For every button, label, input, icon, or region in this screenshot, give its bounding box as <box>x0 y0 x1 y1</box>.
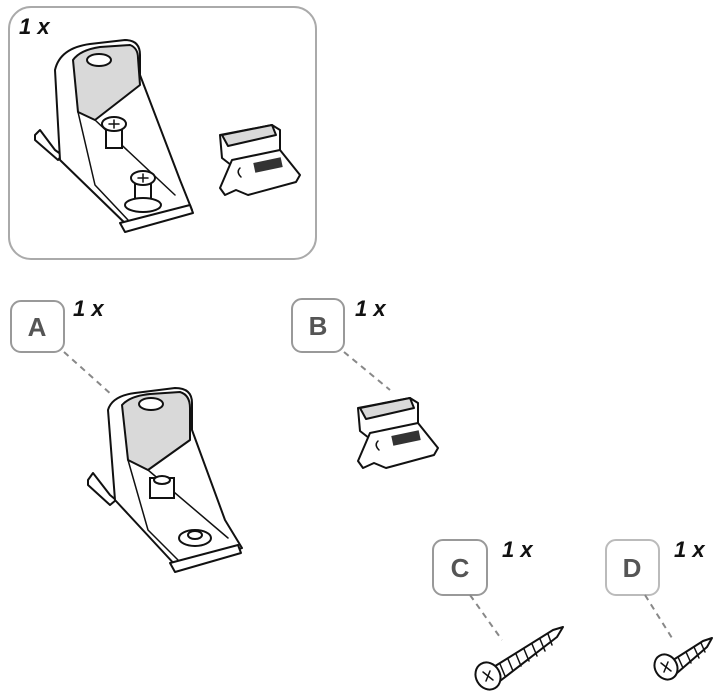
part-d-badge <box>605 539 660 596</box>
part-c-quantity: 1 x <box>502 537 533 562</box>
part-a-quantity: 1 x <box>73 296 104 321</box>
part-d-screw-illustration <box>653 637 713 681</box>
part-c-leader-line <box>469 594 503 641</box>
part-b-leader-line <box>343 351 391 391</box>
part-b-quantity: 1 x <box>355 296 386 321</box>
part-d: D 1 x <box>605 537 713 681</box>
part-b-clip-illustration <box>357 397 439 469</box>
part-c-badge <box>432 539 488 596</box>
kit-box: 1 x <box>8 6 317 260</box>
part-a: A 1 x <box>10 296 243 573</box>
kit-clip-illustration <box>219 124 301 196</box>
part-d-label: D <box>623 553 642 583</box>
part-c: C 1 x <box>432 537 564 691</box>
part-b-label: B <box>309 311 328 341</box>
part-a-label: A <box>28 312 47 342</box>
part-c-label: C <box>451 553 470 583</box>
kit-bracket-illustration <box>34 39 194 233</box>
part-d-quantity: 1 x <box>674 537 705 562</box>
part-b-badge <box>291 298 345 353</box>
part-a-leader-line <box>63 351 113 396</box>
part-c-screw-illustration <box>474 626 564 691</box>
part-a-bracket-illustration <box>87 387 243 573</box>
kit-box-quantity: 1 x <box>19 14 50 39</box>
part-b: B 1 x <box>291 296 439 469</box>
part-a-badge <box>10 300 65 353</box>
part-d-leader-line <box>644 594 673 639</box>
